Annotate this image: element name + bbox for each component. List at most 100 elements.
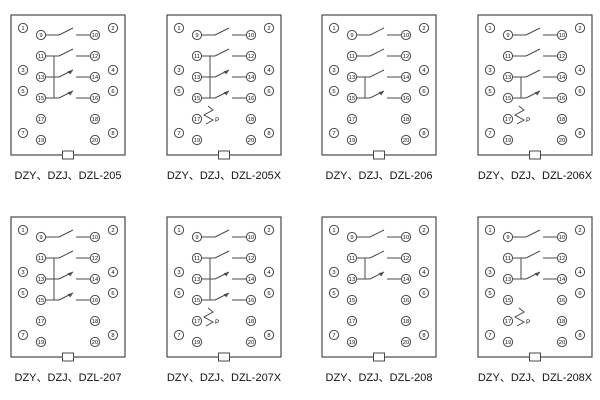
terminal	[574, 127, 586, 139]
terminal-number: 6	[111, 291, 114, 297]
terminal-number: 14	[559, 75, 566, 81]
terminal	[418, 64, 430, 76]
terminal-number: 7	[332, 131, 335, 137]
terminal	[107, 85, 119, 97]
terminal-number: 6	[578, 291, 581, 297]
terminal-number: 14	[248, 75, 255, 81]
terminal	[502, 273, 514, 285]
terminal-number: 9	[39, 33, 42, 39]
terminal-number: 16	[403, 96, 409, 102]
contact-symbol	[512, 250, 558, 259]
terminal-number: 17	[505, 117, 511, 123]
terminal-number: 12	[248, 256, 254, 262]
contact-symbol	[512, 271, 558, 280]
contact-arrow	[223, 272, 229, 277]
terminal	[263, 224, 275, 236]
terminal	[556, 252, 568, 264]
terminal-number: 2	[422, 228, 425, 234]
terminal	[400, 92, 412, 104]
contact-symbol	[201, 292, 247, 301]
panel-border	[166, 14, 282, 156]
terminal-number: 13	[194, 75, 200, 81]
terminal	[89, 29, 101, 41]
terminal	[173, 22, 185, 34]
p-adjuster-symbol	[202, 307, 215, 327]
diagram-label: DZY、DZJ、DZL-207	[14, 372, 122, 384]
terminal	[328, 127, 340, 139]
terminal	[574, 266, 586, 278]
terminal-number: 4	[267, 270, 271, 276]
terminal-number: 10	[92, 33, 98, 39]
mounting-notch	[373, 150, 385, 160]
terminal-number: 10	[403, 235, 409, 241]
terminal-number: 9	[195, 33, 198, 39]
terminal-number: 15	[349, 96, 355, 102]
p-adjuster-symbol	[202, 105, 215, 125]
p-adjuster-symbol	[513, 307, 526, 327]
terminal-number: 13	[505, 75, 511, 81]
terminal	[400, 113, 412, 125]
terminal	[107, 127, 119, 139]
terminal-number: 3	[21, 270, 24, 276]
terminal-number: 1	[332, 26, 335, 32]
terminal	[574, 287, 586, 299]
contact-arrow	[378, 272, 384, 277]
contact-symbol	[356, 69, 402, 78]
terminal	[400, 273, 412, 285]
terminal	[484, 64, 496, 76]
terminal-number: 4	[422, 270, 426, 276]
terminal	[35, 273, 47, 285]
contact-symbol	[45, 271, 91, 280]
terminal-number: 3	[332, 68, 335, 74]
terminal	[245, 273, 257, 285]
terminal-number: 13	[194, 277, 200, 283]
terminal	[245, 231, 257, 243]
p-label: P	[526, 117, 530, 124]
terminal-number: 19	[505, 340, 511, 346]
terminal	[418, 329, 430, 341]
terminal-number: 12	[559, 256, 565, 262]
terminal	[35, 71, 47, 83]
terminal-number: 4	[111, 270, 115, 276]
mounting-notch	[529, 150, 541, 160]
terminal-number: 17	[194, 319, 200, 325]
terminal-number: 7	[21, 333, 24, 339]
p-adjuster-symbol	[513, 105, 526, 125]
terminal-number: 11	[38, 54, 44, 60]
terminal-number: 11	[349, 256, 355, 262]
terminal-number: 8	[578, 333, 581, 339]
terminal-number: 8	[111, 333, 114, 339]
contact-symbol	[512, 69, 558, 78]
terminal-number: 11	[505, 54, 511, 60]
terminal-number: 5	[177, 89, 180, 95]
contact-symbol	[45, 27, 91, 36]
contact-symbol	[45, 250, 91, 259]
contact-symbol	[201, 48, 247, 57]
terminal-number: 9	[195, 235, 198, 241]
terminal-number: 18	[248, 117, 254, 123]
terminal	[502, 252, 514, 264]
terminal	[328, 64, 340, 76]
terminal-number: 16	[559, 96, 565, 102]
terminal-number: 5	[177, 291, 180, 297]
terminal-number: 1	[488, 26, 491, 32]
contact-arrow	[223, 91, 229, 96]
terminal-number: 4	[111, 68, 115, 74]
diagram-label: DZY、DZJ、DZL-206	[325, 170, 433, 182]
terminal-number: 4	[578, 68, 582, 74]
terminal-number: 10	[559, 33, 565, 39]
contact-symbol	[356, 27, 402, 36]
terminal-number: 9	[350, 33, 353, 39]
terminal	[89, 315, 101, 327]
diagram-label: DZY、DZJ、DZL-205	[14, 170, 122, 182]
diagram-label: DZY、DZJ、DZL-208	[325, 372, 433, 384]
mounting-notch	[373, 352, 385, 362]
terminal-number: 9	[506, 235, 509, 241]
contact-symbol	[45, 69, 91, 78]
terminal	[191, 29, 203, 41]
terminal-number: 2	[267, 228, 270, 234]
terminal-number: 1	[332, 228, 335, 234]
contact-symbol	[356, 250, 402, 259]
terminal-number: 3	[177, 68, 180, 74]
